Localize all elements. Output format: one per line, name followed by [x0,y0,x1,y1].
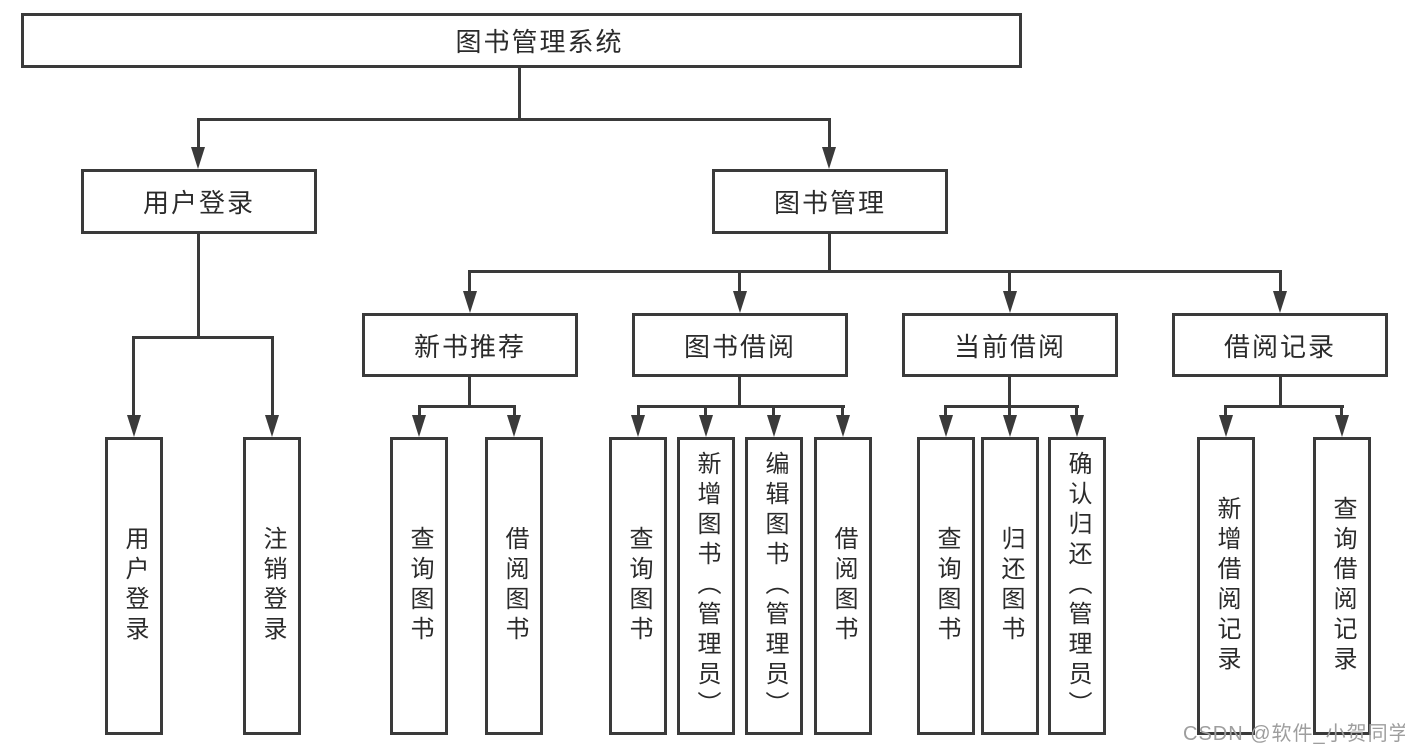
connector-line [1224,405,1227,419]
leaf-query-books-recommend: 查询图书 [390,437,448,735]
connector-line [197,234,200,339]
connector-line [1008,377,1011,408]
connector-line [418,405,516,408]
arrowhead [191,147,205,169]
connector-line [271,336,274,418]
connector-line [132,336,135,418]
arrowhead [412,415,426,437]
connector-line [1075,405,1078,419]
connector-line [1008,270,1011,294]
arrowhead [767,415,781,437]
node-root-label: 图书管理系统 [455,27,624,57]
node-user-login-label: 用户登录 [142,188,255,218]
arrowhead [463,291,477,313]
leaf-return-book: 归还图书 [981,437,1039,735]
leaf-query-books-borrow: 查询图书 [609,437,667,735]
connector-line [738,270,741,294]
leaf-logout-label: 注销登录 [259,526,286,646]
leaf-query-borrow-record-label: 查询借阅记录 [1329,496,1356,676]
leaf-borrow-books-label: 借阅图书 [830,526,857,646]
arrowhead [939,415,953,437]
node-book-management: 图书管理 [712,169,948,234]
node-book-borrow-label: 图书借阅 [683,331,796,362]
connector-line [1008,405,1011,419]
leaf-query-books-current: 查询图书 [917,437,975,735]
connector-line [772,405,775,419]
leaf-user-login: 用户登录 [105,437,163,735]
arrowhead [836,415,850,437]
leaf-borrow-books-recommend-label: 借阅图书 [501,526,528,646]
connector-line [828,118,831,149]
leaf-query-books-borrow-label: 查询图书 [625,526,652,646]
node-new-book-recommend-label: 新书推荐 [413,331,526,362]
node-root: 图书管理系统 [21,13,1022,68]
node-current-borrow-label: 当前借阅 [953,331,1066,362]
connector-line [944,405,1079,408]
arrowhead [1003,415,1017,437]
node-borrow-records: 借阅记录 [1172,313,1388,377]
connector-line [197,118,200,149]
connector-line [841,405,844,419]
connector-line [197,118,831,121]
leaf-return-book-label: 归还图书 [997,526,1024,646]
leaf-logout: 注销登录 [243,437,301,735]
connector-line [518,68,521,121]
node-book-borrow: 图书借阅 [632,313,848,377]
arrowhead [1219,415,1233,437]
arrowhead [631,415,645,437]
connector-line [468,270,471,294]
leaf-confirm-return-admin: 确认归还（管理员） [1048,437,1106,735]
connector-line [1279,377,1282,408]
arrowhead [1335,415,1349,437]
node-new-book-recommend: 新书推荐 [362,313,578,377]
connector-line [704,405,707,419]
arrowhead [699,415,713,437]
connector-line [132,336,274,339]
node-user-login: 用户登录 [81,169,317,234]
csdn-watermark: CSDN @软件_小贺同学 [1183,723,1405,745]
connector-line [1279,270,1282,294]
connector-line [1224,405,1344,408]
connector-line [468,270,1282,273]
arrowhead [822,147,836,169]
leaf-user-login-label: 用户登录 [121,526,148,646]
connector-line [513,405,516,419]
arrowhead [265,415,279,437]
arrowhead [507,415,521,437]
leaf-query-borrow-record: 查询借阅记录 [1313,437,1371,735]
node-book-management-label: 图书管理 [773,188,886,218]
connector-line [1340,405,1343,419]
node-borrow-records-label: 借阅记录 [1223,331,1336,362]
leaf-confirm-return-admin-label: 确认归还（管理员） [1064,451,1091,721]
leaf-add-book-admin-label: 新增图书（管理员） [693,451,720,721]
arrowhead [733,291,747,313]
connector-line [637,405,845,408]
leaf-add-book-admin: 新增图书（管理员） [677,437,735,735]
leaf-add-borrow-record: 新增借阅记录 [1197,437,1255,735]
node-current-borrow: 当前借阅 [902,313,1118,377]
arrowhead [1070,415,1084,437]
leaf-borrow-books: 借阅图书 [814,437,872,735]
leaf-query-books-current-label: 查询图书 [933,526,960,646]
connector-line [738,377,741,408]
connector-line [418,405,421,419]
connector-line [944,405,947,419]
leaf-query-books-recommend-label: 查询图书 [406,526,433,646]
connector-line [468,377,471,408]
leaf-edit-book-admin-label: 编辑图书（管理员） [761,451,788,721]
connector-line [828,234,831,273]
leaf-edit-book-admin: 编辑图书（管理员） [745,437,803,735]
leaf-add-borrow-record-label: 新增借阅记录 [1213,496,1240,676]
arrowhead [1003,291,1017,313]
connector-line [637,405,640,419]
leaf-borrow-books-recommend: 借阅图书 [485,437,543,735]
arrowhead [1273,291,1287,313]
arrowhead [127,415,141,437]
